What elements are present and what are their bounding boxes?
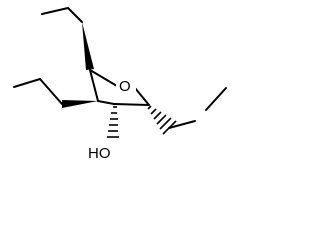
ring-oxygen-mask [116,76,136,94]
bond-ring-oxygen-c4 [134,87,150,106]
bond-oxygen-methyl [205,87,227,111]
bond-c1-ring-oxygen [89,69,118,87]
hydroxyl-label: HO [88,145,111,162]
structural-formula: O HO [13,7,227,162]
bond-c2-methoxy-oxygen [39,78,63,105]
bond-c2-methoxy-methyl [13,78,41,88]
hashed-bond-c4-ch2 [147,105,177,135]
bond-c4-c3 [113,103,150,106]
bond-ch2-oxygen [168,120,196,129]
bond-c3-c2 [97,100,115,105]
bond-c1-methoxy-oxygen [67,7,83,23]
wedge-bond-c1-methoxy [82,22,94,70]
bond-c2-c1 [89,69,99,102]
ring-oxygen-label: O [119,78,131,95]
hashed-bond-c3-hydroxyl [107,106,119,138]
bond-c1-methoxy-methyl [41,7,69,15]
wedge-bond-c2-methoxy [62,100,98,108]
